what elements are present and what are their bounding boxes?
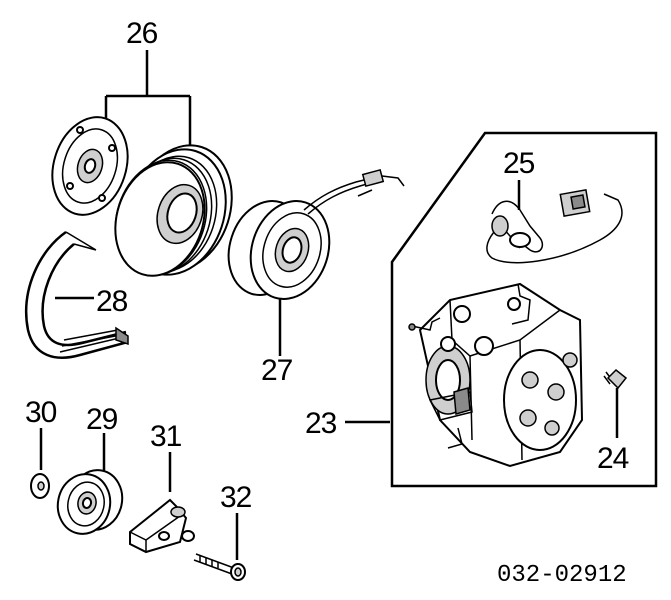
- callout-27: 27: [261, 354, 293, 387]
- callout-30: 30: [25, 396, 57, 429]
- thermal-sensor: [486, 189, 623, 264]
- callout-28: 28: [96, 285, 128, 318]
- callout-24: 24: [597, 442, 629, 475]
- field-coil: [227, 168, 405, 300]
- ac-compressor: [408, 282, 584, 468]
- callout-31: 31: [150, 420, 182, 453]
- clutch-front-plate: [51, 116, 129, 216]
- callout-32: 32: [220, 481, 252, 514]
- mounting-bolt-24: [603, 368, 628, 390]
- idler-bracket: [129, 498, 195, 554]
- drive-belt: [25, 230, 129, 359]
- idler-pulley: [56, 469, 124, 535]
- leader-26: [104, 50, 192, 160]
- callout-29: 29: [86, 403, 118, 436]
- idler-bolt: [193, 553, 246, 581]
- diagram-code: 032-02912: [497, 562, 627, 589]
- clutch-pulley: [114, 144, 233, 277]
- leader-lines: [39, 50, 619, 560]
- callout-23: 23: [305, 407, 337, 440]
- compressor-assembly-frame: [390, 131, 658, 488]
- callout-25: 25: [503, 147, 535, 180]
- washer: [30, 473, 50, 499]
- callout-26: 26: [126, 17, 158, 50]
